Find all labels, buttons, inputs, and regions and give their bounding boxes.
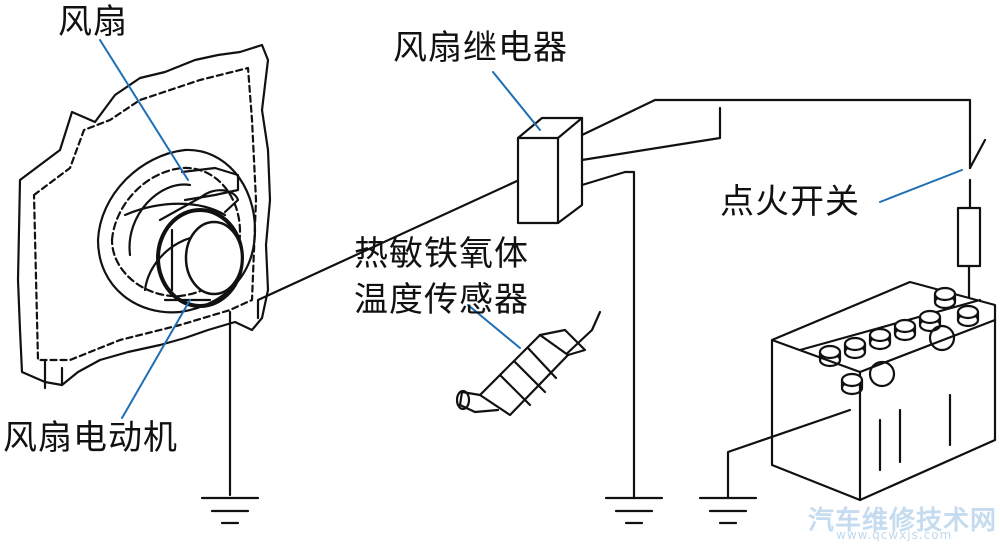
fuse (956, 206, 982, 307)
watermark: 汽车维修技术网 www.qcwxjs.com (808, 500, 998, 544)
ground-symbol-relay (604, 496, 664, 525)
fan-relay (516, 116, 584, 225)
battery-ground-wire (726, 408, 852, 500)
ground-symbol-battery (698, 496, 758, 525)
relay-top-wire (580, 98, 972, 142)
fan-blade-housing (96, 148, 257, 314)
label-fan-motor: 风扇电动机 (3, 418, 178, 458)
leader-fan-motor (121, 299, 191, 419)
battery-caps (818, 286, 980, 396)
label-thermistor-line1: 热敏铁氧体 (354, 234, 529, 274)
ignition-switch (968, 138, 987, 210)
sensor-wire (558, 310, 602, 362)
watermark-url: www.qcwxjs.com (836, 528, 953, 542)
ground-symbol-motor (200, 496, 260, 525)
thermistor-sensor (455, 328, 587, 417)
leader-ignition-switch (879, 169, 963, 203)
label-thermistor-line2: 温度传感器 (354, 280, 529, 320)
label-ignition-switch: 点火开关 (720, 182, 860, 222)
label-fan: 风扇 (58, 2, 128, 42)
leader-fan (99, 39, 189, 181)
watermark-title: 汽车维修技术网 (808, 506, 998, 536)
leader-thermistor (467, 304, 521, 349)
fan-motor-hub (156, 166, 244, 308)
leader-fan-relay (492, 71, 541, 131)
relay-mid-wire (580, 106, 722, 162)
relay-low-wire (580, 170, 636, 500)
motor-to-relay-wire (256, 173, 532, 320)
label-fan-relay: 风扇继电器 (393, 28, 568, 68)
fan-shroud (16, 43, 272, 390)
